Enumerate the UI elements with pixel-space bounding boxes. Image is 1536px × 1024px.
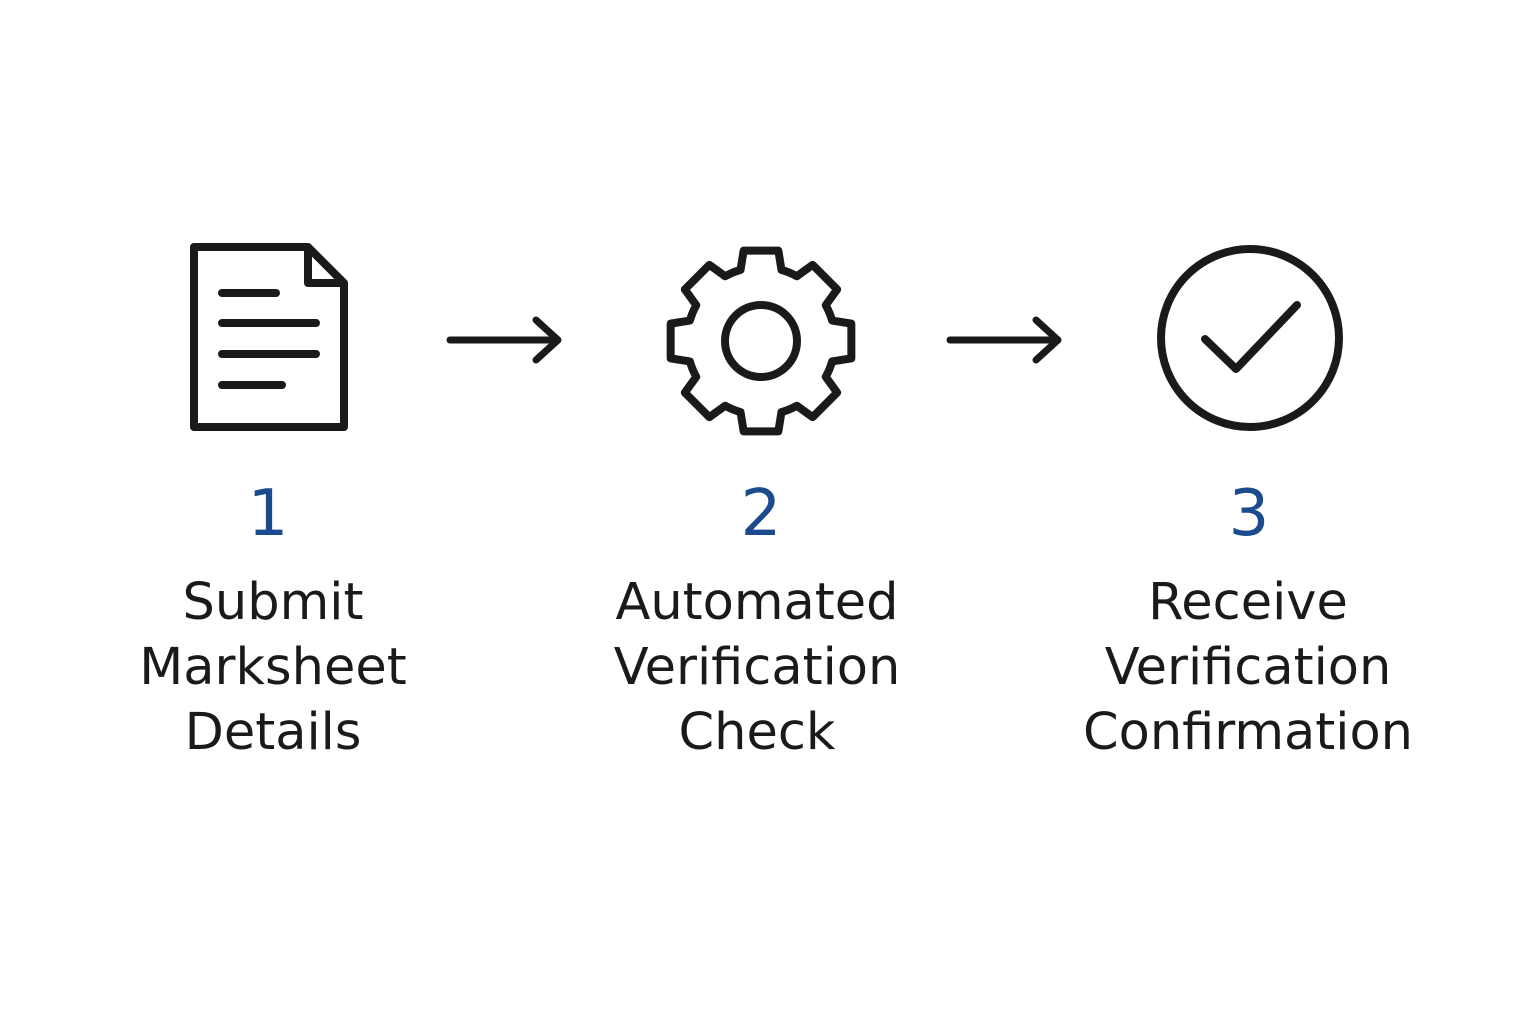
- document-icon: [188, 243, 350, 433]
- arrow-right-icon: [446, 316, 566, 364]
- step-1-label-line-2: Marksheet: [139, 638, 407, 697]
- step-3-label-line-2: Verification: [1104, 638, 1392, 697]
- step-2-number: 2: [740, 477, 782, 551]
- step-2-label-line-3: Check: [678, 703, 836, 762]
- step-2-label: Automated Verification Check: [547, 570, 967, 765]
- step-2-label-line-1: Automated: [615, 573, 899, 632]
- step-3-number: 3: [1228, 477, 1270, 551]
- step-2-label-line-2: Verification: [613, 638, 901, 697]
- step-3-label-line-1: Receive: [1148, 573, 1348, 632]
- arrow-right-icon: [946, 316, 1066, 364]
- step-1-number: 1: [247, 477, 289, 551]
- gear-icon: [665, 245, 857, 437]
- step-1-label-line-1: Submit: [182, 573, 364, 632]
- step-3-label: Receive Verification Confirmation: [1038, 570, 1458, 765]
- step-3-label-line-3: Confirmation: [1083, 703, 1413, 762]
- step-1-label: Submit Marksheet Details: [63, 570, 483, 765]
- step-1-label-line-3: Details: [184, 703, 362, 762]
- check-circle-icon: [1155, 243, 1345, 433]
